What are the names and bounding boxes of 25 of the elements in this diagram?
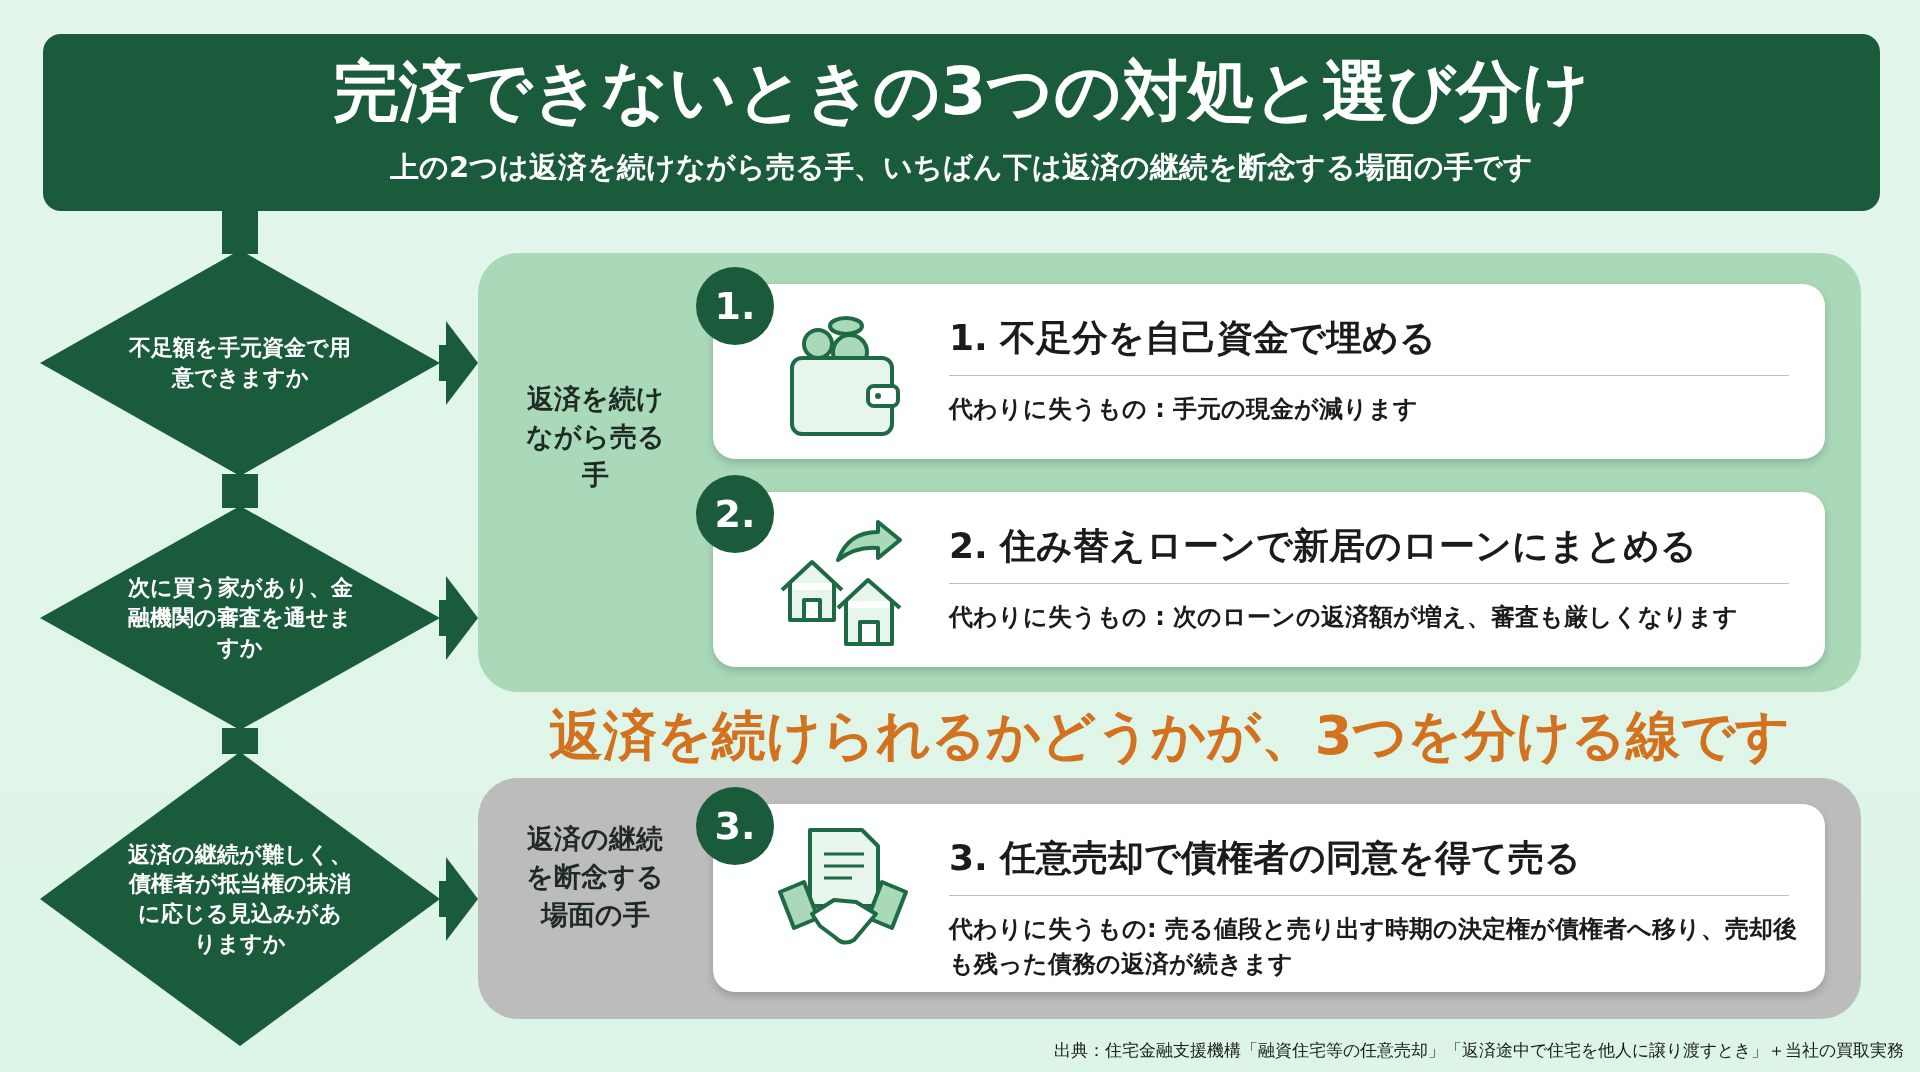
option-title: 1. 不足分を自己資金で埋める	[949, 316, 1437, 360]
question-text: 次に買う家があり、金融機関の審査を通せますか	[127, 574, 353, 662]
subtitle: 上の2つは返済を続けながら売る手、いちばん下は返済の継続を断念する場面の手です	[388, 149, 1535, 186]
connector-stem	[222, 474, 258, 508]
group-panel	[478, 778, 1861, 1019]
question-text: 不足額を手元資金で用意できますか	[128, 334, 352, 392]
number-badge: 2.	[696, 475, 774, 553]
option-description: 代わりに失うもの : 手元の現金が減ります	[949, 394, 1420, 425]
number-badge: 3.	[696, 787, 774, 865]
option-title: 3. 任意売却で債権者の同意を得て売る	[949, 836, 1582, 880]
group-panel	[478, 253, 1861, 692]
connector-stem	[222, 728, 258, 754]
key-message: 返済を続けられるかどうかが、3つを分ける線です	[547, 703, 1792, 769]
question-text: 返済の継続が難しく、債権者が抵当権の抹消に応じる見込みがありますか	[127, 840, 353, 958]
arrow	[439, 321, 478, 405]
number-badge: 1.	[696, 267, 774, 345]
group-label: 返済の継続を断念する場面の手	[525, 822, 665, 932]
option-description: 代わりに失うもの: 売る値段と売り出す時期の決定権が債権者へ移り、売却後も残った債務の返済が続きます	[949, 914, 1798, 980]
title: 完済できないときの3つの対処と選び分け	[331, 52, 1592, 132]
arrow	[439, 857, 478, 941]
option-title: 2. 住み替えローンで新居のローンにまとめる	[949, 524, 1698, 568]
arrow	[439, 576, 478, 660]
group-label: 返済を続けながら売る手	[524, 382, 666, 492]
source-note: 出典：住宅金融支援機構「融資住宅等の任意売却」「返済途中で住宅を他人に譲り渡すとき」＋当社の買取実務	[1054, 1039, 1904, 1062]
option-description: 代わりに失うもの : 次のローンの返済額が増え、審査も厳しくなります	[949, 602, 1740, 633]
